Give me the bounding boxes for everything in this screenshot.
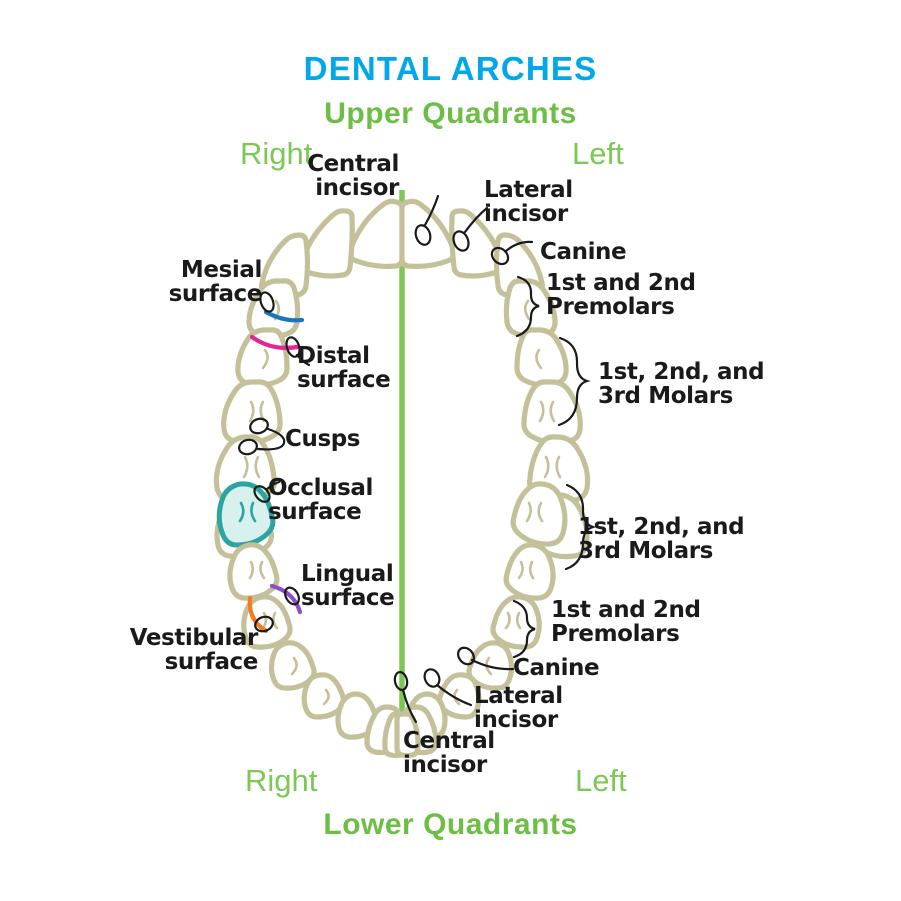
groove-ll-molar-3 xyxy=(525,501,544,523)
groove-ll-molar-1 xyxy=(504,611,522,630)
groove-lr-molar-2 xyxy=(248,560,266,580)
tooth-ur-lateral-incisor xyxy=(298,208,355,279)
tooth-ll-premolar-1 xyxy=(436,672,482,720)
pointer-loop-distal-surface xyxy=(285,336,301,358)
lower-quadrants-label: Lower Quadrants xyxy=(323,808,578,841)
label-upper-premolars: 1st and 2nd Premolars xyxy=(546,270,696,321)
label-lower-canine: Canine xyxy=(513,655,600,681)
groove-ul-premolar-1 xyxy=(523,299,531,321)
label-lower-lateral-incisor: Lateral incisor xyxy=(474,683,563,734)
leader-upper-central-incisor xyxy=(423,194,440,227)
tooth-lr-premolar-1 xyxy=(301,672,347,720)
groove-ul-molar-2 xyxy=(543,455,562,479)
groove-ul-molar-1 xyxy=(538,400,556,423)
groove-ll-molar-2 xyxy=(517,560,535,580)
tooth-ur-premolar-2 xyxy=(235,327,290,388)
brace-upper-molars xyxy=(557,336,591,427)
label-upper-central-incisor: Central incisor xyxy=(307,151,399,202)
lower-right-quadrant xyxy=(216,481,409,759)
leader-distal-surface xyxy=(295,353,311,367)
tooth-ul-lateral-incisor xyxy=(449,208,506,279)
label-cusps: Cusps xyxy=(285,426,361,452)
upper-quadrants-label: Upper Quadrants xyxy=(324,97,577,130)
groove-lr-premolar-2 xyxy=(290,656,298,676)
label-occlusal-surface: Occlusal surface xyxy=(268,475,373,526)
pointer-loop-mesial-surface xyxy=(259,291,275,313)
tooth-ul-premolar-2 xyxy=(514,327,569,388)
lower-left-side-label: Left xyxy=(575,763,627,798)
label-lower-premolars: 1st and 2nd Premolars xyxy=(551,597,701,648)
tooth-lr-molar-3-occlusal xyxy=(216,481,276,548)
groove-ul-premolar-2 xyxy=(535,348,543,370)
label-mesial-surface: Mesial surface xyxy=(168,257,263,308)
tooth-lr-premolar-2 xyxy=(268,640,317,691)
label-upper-canine: Canine xyxy=(540,239,627,265)
distal-surface-arc xyxy=(249,334,300,350)
leader-occlusal-surface xyxy=(265,480,281,491)
tooth-ul-central-incisor xyxy=(399,198,457,269)
pointer-loop-upper-central-incisor xyxy=(414,224,432,246)
surface-highlight-arcs xyxy=(247,309,305,634)
pointer-leaders xyxy=(238,194,597,724)
groove-lr-molar-3 xyxy=(238,501,257,523)
label-lower-molars: 1st, 2nd, and 3rd Molars xyxy=(578,514,745,565)
groove-ur-molar-2 xyxy=(242,455,261,479)
label-upper-lateral-incisor: Lateral incisor xyxy=(484,177,573,228)
leader-cusps xyxy=(256,427,286,451)
leader-upper-canine xyxy=(504,240,534,253)
groove-ur-premolar-2 xyxy=(261,348,269,370)
page-title: DENTAL ARCHES xyxy=(303,50,598,87)
pointer-loop-occlusal-surface xyxy=(253,485,271,503)
brace-lower-molars xyxy=(564,483,597,571)
leader-upper-lateral-incisor xyxy=(463,206,489,234)
pointer-loop-cusps-lower xyxy=(238,438,258,456)
label-lingual-surface: Lingual surface xyxy=(301,561,395,612)
label-vestibular-surface: Vestibular surface xyxy=(129,625,259,676)
label-lower-central-incisor: Central incisor xyxy=(403,728,495,779)
label-upper-molars: 1st, 2nd, and 3rd Molars xyxy=(598,359,765,410)
mesial-surface-arc xyxy=(263,309,305,323)
pointer-loop-lower-canine xyxy=(457,646,475,666)
pointer-loop-upper-lateral-incisor xyxy=(452,230,470,252)
tooth-ll-premolar-2 xyxy=(466,640,515,691)
upper-right-side-label: Right xyxy=(240,136,313,171)
brace-upper-premolars xyxy=(515,275,540,338)
lower-left-quadrant xyxy=(394,481,568,759)
pointer-loop-lower-lateral-incisor xyxy=(423,668,441,688)
pointer-loop-vestibular-surface xyxy=(254,615,274,633)
leader-lower-lateral-incisor xyxy=(435,683,473,707)
lingual-surface-arc xyxy=(269,583,303,615)
lower-right-side-label: Right xyxy=(245,763,318,798)
groove-lr-premolar-1 xyxy=(322,688,330,706)
tooth-ur-central-incisor xyxy=(347,198,405,269)
pointer-loop-lingual-surface xyxy=(284,586,300,606)
pointer-loop-cusps-upper xyxy=(249,417,269,435)
brace-lower-premolars xyxy=(512,599,536,659)
leader-lower-central-incisor xyxy=(401,688,418,724)
vestibular-surface-arc xyxy=(247,595,269,634)
leader-lower-canine xyxy=(470,658,515,671)
label-distal-surface: Distal surface xyxy=(297,343,391,394)
upper-left-side-label: Left xyxy=(572,136,624,171)
